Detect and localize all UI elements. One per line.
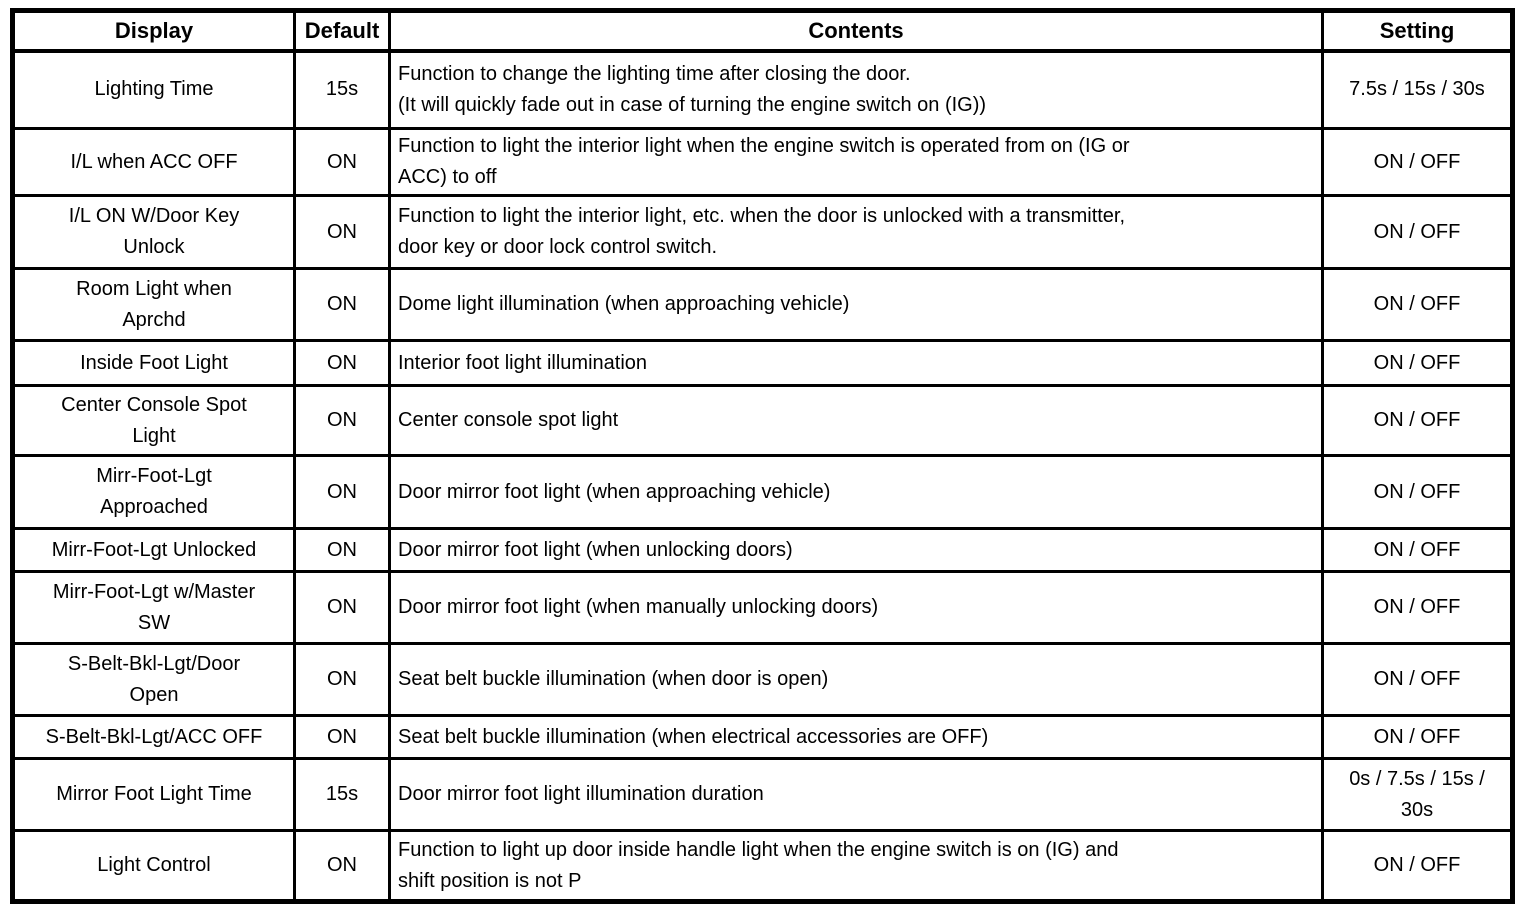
table-row: Mirr-Foot-Lgt w/Master SW ON Door mirror… — [11, 570, 1514, 645]
display-cell: Mirr-Foot-Lgt w/Master SW — [11, 570, 296, 645]
default-cell: ON — [293, 194, 391, 270]
default-cell: ON — [293, 267, 391, 342]
col-header-contents: Contents — [388, 9, 1324, 53]
table-row: S-Belt-Bkl-Lgt/ACC OFF ON Seat belt buck… — [11, 714, 1514, 760]
contents-cell: Function to light the interior light whe… — [388, 127, 1324, 197]
table-row: Center Console Spot Light ON Center cons… — [11, 384, 1514, 457]
header-row: Display Default Contents Setting — [11, 9, 1514, 53]
setting-cell: ON / OFF — [1321, 194, 1514, 270]
setting-cell: ON / OFF — [1321, 829, 1514, 903]
setting-cell: ON / OFF — [1321, 454, 1514, 530]
contents-cell: Door mirror foot light (when manually un… — [388, 570, 1324, 645]
default-cell: 15s — [293, 757, 391, 832]
contents-cell: Door mirror foot light illumination dura… — [388, 757, 1324, 832]
table-row: S-Belt-Bkl-Lgt/Door Open ON Seat belt bu… — [11, 642, 1514, 717]
table-row: Inside Foot Light ON Interior foot light… — [11, 339, 1514, 387]
setting-cell: 0s / 7.5s / 15s / 30s — [1321, 757, 1514, 832]
display-cell: Lighting Time — [11, 49, 296, 130]
display-cell: I/L ON W/Door Key Unlock — [11, 194, 296, 270]
table-row: Light Control ON Function to light up do… — [11, 829, 1514, 903]
setting-cell: ON / OFF — [1321, 714, 1514, 760]
display-cell: I/L when ACC OFF — [11, 127, 296, 197]
display-cell: Mirror Foot Light Time — [11, 757, 296, 832]
table-row: Lighting Time 15s Function to change the… — [11, 49, 1514, 130]
contents-cell: Door mirror foot light (when approaching… — [388, 454, 1324, 530]
table-row: I/L ON W/Door Key Unlock ON Function to … — [11, 194, 1514, 270]
default-cell: ON — [293, 714, 391, 760]
display-cell: S-Belt-Bkl-Lgt/ACC OFF — [11, 714, 296, 760]
default-cell: ON — [293, 384, 391, 457]
display-cell: S-Belt-Bkl-Lgt/Door Open — [11, 642, 296, 717]
display-cell: Inside Foot Light — [11, 339, 296, 387]
default-cell: ON — [293, 127, 391, 197]
display-cell: Center Console Spot Light — [11, 384, 296, 457]
default-cell: ON — [293, 454, 391, 530]
table-row: Mirror Foot Light Time 15s Door mirror f… — [11, 757, 1514, 832]
table-row: Room Light when Aprchd ON Dome light ill… — [11, 267, 1514, 342]
contents-cell: Seat belt buckle illumination (when door… — [388, 642, 1324, 717]
display-cell: Room Light when Aprchd — [11, 267, 296, 342]
table-row: Mirr-Foot-Lgt Approached ON Door mirror … — [11, 454, 1514, 530]
default-cell: ON — [293, 829, 391, 903]
display-cell: Mirr-Foot-Lgt Approached — [11, 454, 296, 530]
default-cell: 15s — [293, 49, 391, 130]
col-header-display: Display — [11, 9, 296, 53]
contents-cell: Function to light up door inside handle … — [388, 829, 1324, 903]
setting-cell: ON / OFF — [1321, 642, 1514, 717]
setting-cell: ON / OFF — [1321, 570, 1514, 645]
contents-cell: Center console spot light — [388, 384, 1324, 457]
default-cell: ON — [293, 527, 391, 573]
contents-cell: Seat belt buckle illumination (when elec… — [388, 714, 1324, 760]
contents-cell: Dome light illumination (when approachin… — [388, 267, 1324, 342]
default-cell: ON — [293, 339, 391, 387]
interior-light-settings-table: Display Default Contents Setting Lightin… — [10, 8, 1515, 904]
setting-cell: ON / OFF — [1321, 127, 1514, 197]
col-header-setting: Setting — [1321, 9, 1514, 53]
table-row: I/L when ACC OFF ON Function to light th… — [11, 127, 1514, 197]
col-header-default: Default — [293, 9, 391, 53]
setting-cell: 7.5s / 15s / 30s — [1321, 49, 1514, 130]
default-cell: ON — [293, 642, 391, 717]
contents-cell: Interior foot light illumination — [388, 339, 1324, 387]
contents-cell: Function to light the interior light, et… — [388, 194, 1324, 270]
setting-cell: ON / OFF — [1321, 267, 1514, 342]
table-row: Mirr-Foot-Lgt Unlocked ON Door mirror fo… — [11, 527, 1514, 573]
setting-cell: ON / OFF — [1321, 384, 1514, 457]
contents-cell: Door mirror foot light (when unlocking d… — [388, 527, 1324, 573]
setting-cell: ON / OFF — [1321, 339, 1514, 387]
display-cell: Mirr-Foot-Lgt Unlocked — [11, 527, 296, 573]
default-cell: ON — [293, 570, 391, 645]
contents-cell: Function to change the lighting time aft… — [388, 49, 1324, 130]
setting-cell: ON / OFF — [1321, 527, 1514, 573]
display-cell: Light Control — [11, 829, 296, 903]
